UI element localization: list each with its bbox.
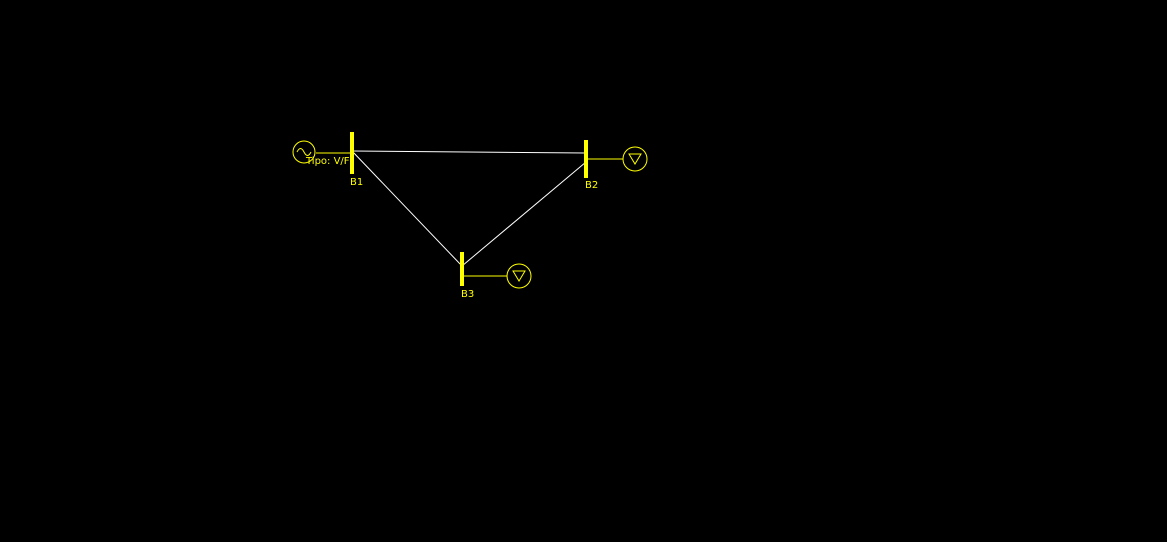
bus-label-b3: B3 bbox=[461, 289, 474, 300]
load-triangle-icon bbox=[506, 263, 532, 289]
load-triangle-icon bbox=[622, 146, 648, 172]
bus-b1[interactable]: B1 bbox=[350, 132, 363, 188]
generator-b1[interactable]: Tipo: V/F bbox=[292, 140, 352, 167]
bus-bar-b1[interactable] bbox=[350, 132, 354, 174]
line-b1-b3[interactable] bbox=[351, 150, 463, 267]
generator-type-label: Tipo: V/F bbox=[305, 156, 350, 167]
bus-bar-b3[interactable] bbox=[460, 252, 464, 286]
line-b2-b3[interactable] bbox=[461, 161, 587, 267]
line-b1-b2[interactable] bbox=[351, 150, 587, 154]
load-b3[interactable] bbox=[464, 263, 532, 289]
bus-label-b1: B1 bbox=[350, 177, 363, 188]
ac-source-icon bbox=[292, 140, 316, 164]
bus-bar-b2[interactable] bbox=[584, 140, 588, 178]
load-b2[interactable] bbox=[588, 146, 648, 172]
bus-label-b2: B2 bbox=[585, 180, 598, 191]
bus-b3[interactable]: B3 bbox=[460, 252, 474, 300]
bus-b2[interactable]: B2 bbox=[584, 140, 598, 191]
